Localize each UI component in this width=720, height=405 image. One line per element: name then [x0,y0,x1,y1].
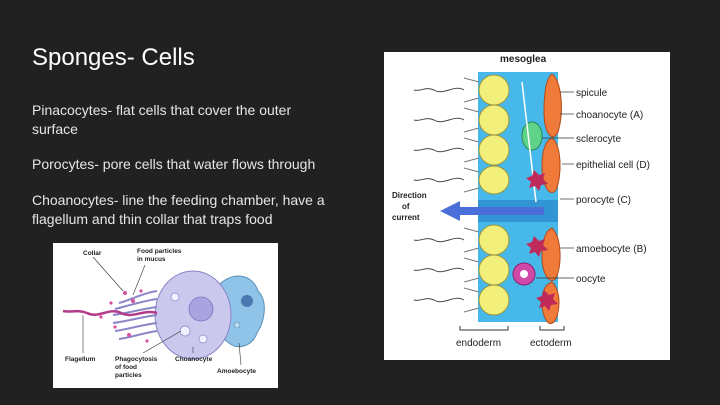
label-amoebocyte: Amoebocyte [217,368,256,375]
label-porocyte-c: porocyte (C) [576,195,631,206]
flagellum-shape [62,309,158,317]
label-choanocyte: Choanocyte [175,356,213,363]
bullet-choanocytes: Choanocytes- line the feeding chamber, h… [32,192,325,227]
label-endoderm: endoderm [456,338,501,349]
label-flagellum: Flagellum [65,356,96,363]
label-choanocyte-a: choanocyte (A) [576,110,643,121]
label-mesoglea: mesoglea [500,54,547,65]
label-ectoderm: ectoderm [530,338,572,349]
label-epithelial-d: epithelial cell (D) [576,160,650,171]
label-amoebocyte-b: amoebocyte (B) [576,244,647,255]
label-sclerocyte: sclerocyte [576,134,621,145]
bullet-porocytes: Porocytes- pore cells that water flows t… [32,156,316,172]
label-oocyte: oocyte [576,274,606,285]
label-spicule: spicule [576,88,608,99]
slide-title: Sponges- Cells [32,44,195,71]
label-collar: Collar [83,250,102,257]
bullet-pinacocytes: Pinacocytes- flat cells that cover the o… [32,102,292,137]
sponge-wall-diagram: mesoglea spicule choanocyte (A) sclerocy… [384,52,670,360]
